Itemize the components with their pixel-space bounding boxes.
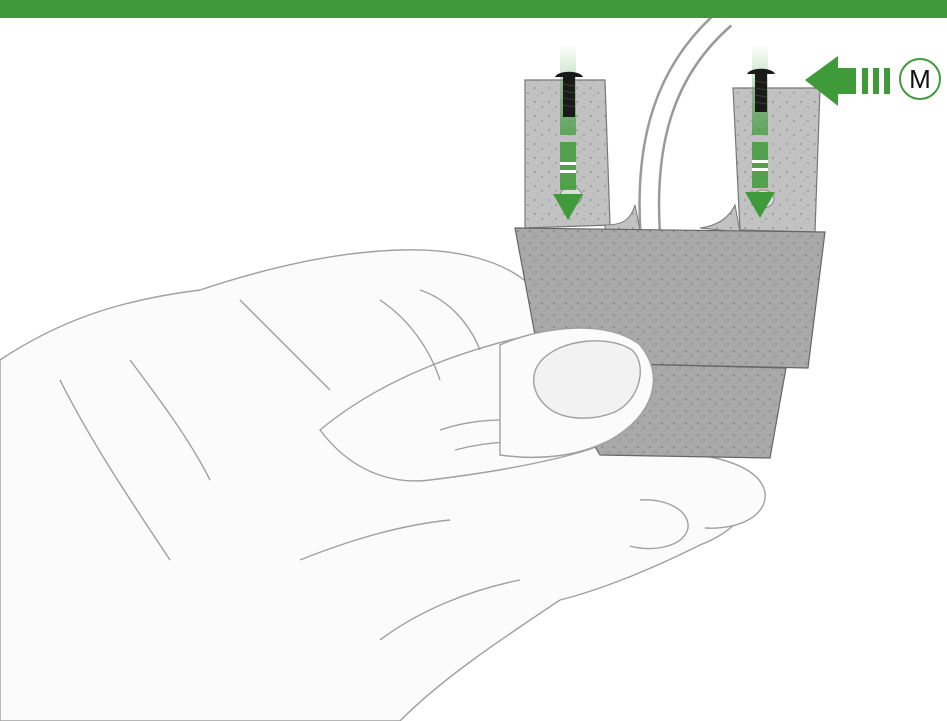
cable xyxy=(649,18,725,230)
callout-label-m: M xyxy=(899,58,941,100)
header-bar xyxy=(0,0,947,14)
assembly-illustration xyxy=(0,18,947,721)
